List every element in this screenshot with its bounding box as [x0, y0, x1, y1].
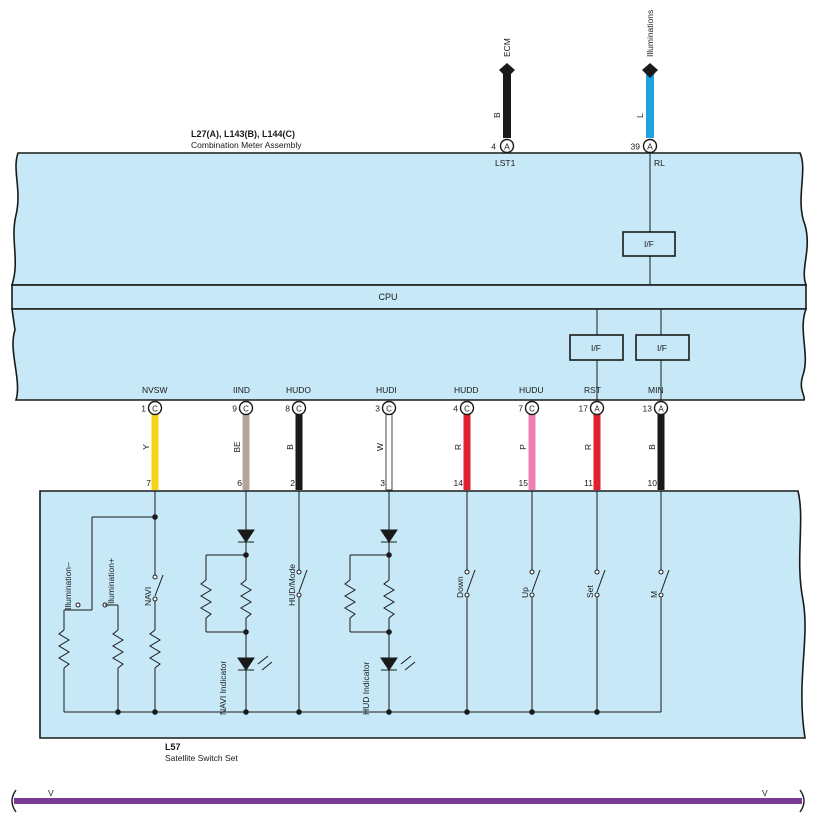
connector-nvsw: [147, 400, 163, 416]
switch-pin: 7: [146, 478, 151, 488]
interface-min: [635, 334, 690, 361]
bus-label-left: V: [48, 788, 54, 798]
hud-indicator-label: HUD Indicator: [361, 661, 371, 715]
illumination-plus-label: Illumination+: [106, 558, 116, 606]
up-switch-label: Up: [520, 587, 530, 598]
wire-color-code: W: [375, 443, 385, 451]
connector-letter: C: [296, 405, 302, 414]
meter-terminal-min: MIN: [648, 385, 664, 395]
illumination-minus-resistor: [58, 629, 70, 669]
wire-color-code: B: [647, 444, 657, 450]
illumination-minus-label: Illumination–: [63, 562, 73, 610]
meter-connectors: L27(A), L143(B), L144(C): [191, 129, 295, 139]
switch-pin: 15: [519, 478, 529, 488]
connector-hudu: [524, 400, 540, 416]
ecm-label: ECM: [502, 38, 512, 57]
switch-circuit: [58, 491, 670, 713]
connector-letter: C: [152, 405, 158, 414]
illum-conn: A: [647, 142, 653, 152]
wire-color-code: BE: [232, 441, 242, 453]
connector-letter: C: [464, 405, 470, 414]
switch-pin: 6: [237, 478, 242, 488]
interface-rst-label: I/F: [591, 343, 601, 353]
ecm-pin: 4: [491, 142, 496, 152]
illumination-plus-resistor: [112, 629, 124, 669]
interface-min-label: I/F: [657, 343, 667, 353]
down-switch-label: Down: [455, 576, 465, 598]
junction-dots: [115, 514, 600, 715]
connector-hudi: [381, 400, 397, 416]
hud-mode-switch-label: HUD/Mode: [287, 564, 297, 606]
set-switch-label: Set: [585, 585, 595, 598]
connector-letter: C: [386, 405, 392, 414]
wire-color-code: Y: [141, 444, 151, 450]
cpu-label: CPU: [378, 292, 397, 302]
meter-pin: 17: [579, 404, 589, 414]
m-switch-label: M: [649, 591, 659, 598]
navi-indicator-label: NAVI Indicator: [218, 661, 228, 715]
top-wire-ecm: ECM B A 4 LST1: [491, 38, 515, 168]
meter-terminal-nvsw: NVSW: [142, 385, 168, 395]
meter-terminal-iind: IIND: [233, 385, 250, 395]
meter-pin: 7: [518, 404, 523, 414]
switch-pin: 3: [380, 478, 385, 488]
meter-terminal-hudd: HUDD: [454, 385, 479, 395]
switch-set-name: Satellite Switch Set: [165, 753, 238, 763]
meter-name: Combination Meter Assembly: [191, 140, 302, 150]
lst1-terminal: LST1: [495, 158, 516, 168]
bottom-bus: V V: [11, 788, 805, 813]
wire-hudi: [385, 413, 393, 491]
meter-pin: 13: [643, 404, 653, 414]
ecm-conn: A: [504, 142, 510, 152]
connector-rst: [589, 400, 605, 416]
illuminations-color-code: L: [635, 113, 645, 118]
meter-terminal-hudu: HUDU: [519, 385, 544, 395]
meter-box-top: [10, 152, 809, 286]
interface-rl: [622, 231, 676, 257]
meter-pin: 4: [453, 404, 458, 414]
meter-box-bottom: [11, 308, 808, 401]
switch-pin: 14: [454, 478, 464, 488]
wire-color-code: R: [583, 444, 593, 450]
connector-letter: A: [594, 405, 600, 414]
connector-letter: C: [529, 405, 535, 414]
illuminations-label: Illuminations: [645, 10, 655, 57]
wire-color-code: B: [285, 444, 295, 450]
wire-color-code: P: [518, 444, 528, 450]
switch-set-connector: L57: [165, 742, 181, 752]
meter-terminal-hudi: HUDI: [376, 385, 397, 395]
navi-switch-label: NAVI: [143, 587, 153, 606]
bus-label-right: V: [762, 788, 768, 798]
top-wire-illuminations: Illuminations L A 39 RL: [631, 10, 666, 168]
switch-pin: 10: [648, 478, 658, 488]
cpu-band: [11, 284, 807, 310]
meter-terminal-hudo: HUDO: [286, 385, 311, 395]
meter-pin: 9: [232, 404, 237, 414]
illum-pin: 39: [631, 142, 641, 152]
navi-resistor: [149, 629, 161, 669]
connector-letter: A: [658, 405, 664, 414]
connector-iind: [238, 400, 254, 416]
connector-hudo: [291, 400, 307, 416]
middle-wires: NVSWC1Y7NVMIINDC9BE6NVIHUDOC8B2CHHUDIC3W…: [141, 385, 680, 505]
interface-rl-label: I/F: [644, 239, 654, 249]
connector-letter: C: [243, 405, 249, 414]
meter-pin: 8: [285, 404, 290, 414]
switch-set-box: [39, 490, 806, 739]
meter-terminal-rst: RST: [584, 385, 601, 395]
connector-min: [653, 400, 669, 416]
connector-hudd: [459, 400, 475, 416]
ecm-color-code: B: [492, 112, 502, 118]
switch-pin: 2: [290, 478, 295, 488]
meter-pin: 3: [375, 404, 380, 414]
switch-pin: 11: [584, 478, 593, 488]
wire-color-code: R: [453, 444, 463, 450]
meter-pin: 1: [141, 404, 146, 414]
rl-terminal: RL: [654, 158, 665, 168]
